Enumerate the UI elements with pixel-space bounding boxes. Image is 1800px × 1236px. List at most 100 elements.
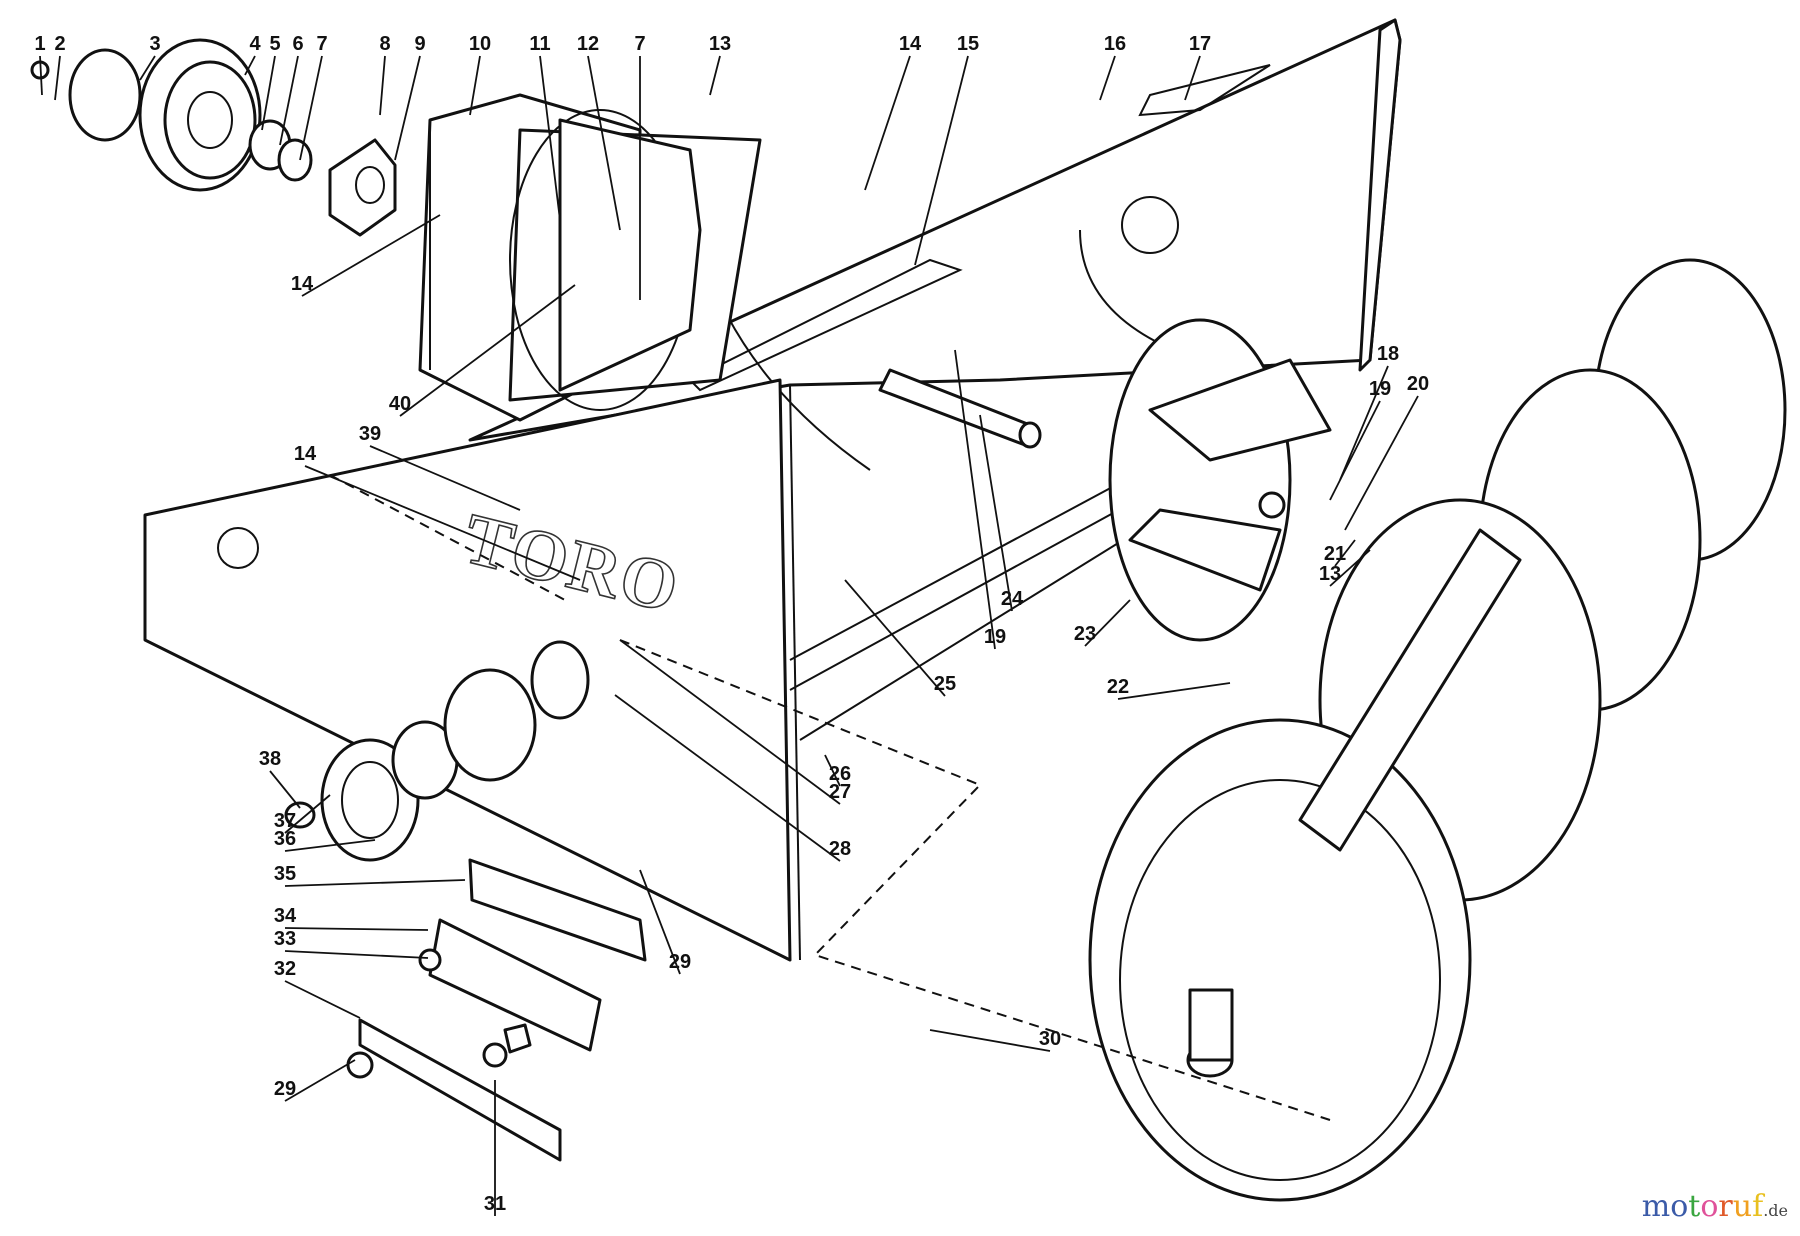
leader-line <box>844 579 946 697</box>
impeller <box>1108 318 1332 642</box>
callout-label: 7 <box>634 33 645 55</box>
leader-line <box>394 55 421 161</box>
leader-line <box>469 55 481 116</box>
leader-line <box>864 55 911 191</box>
watermark-letter: o <box>1700 1189 1719 1224</box>
callout-label: 8 <box>379 33 390 55</box>
leader-line <box>1099 55 1116 101</box>
watermark-letter: r <box>1718 1189 1733 1224</box>
leader-line <box>284 980 361 1019</box>
leader-line <box>1329 549 1371 587</box>
leader-line <box>284 839 376 852</box>
leader-line <box>1344 395 1419 531</box>
callout-label: 20 <box>1407 373 1429 395</box>
callout-label: 18 <box>1377 343 1399 365</box>
callout-label: 4 <box>249 33 261 55</box>
leader-line <box>301 214 441 297</box>
leader-line <box>284 879 466 887</box>
leader-line <box>639 869 681 975</box>
callout-label: 14 <box>899 33 922 55</box>
watermark-letters: motoruf <box>1642 1189 1763 1224</box>
callout-label: 24 <box>1001 588 1024 610</box>
callout-label: 16 <box>1104 33 1126 55</box>
pulley-assembly <box>30 38 397 237</box>
callout-label: 26 <box>829 763 851 785</box>
callout-label: 10 <box>469 33 491 55</box>
callout-label: 7 <box>316 33 327 55</box>
leader-line <box>139 55 156 81</box>
callout-label: 31 <box>484 1193 506 1215</box>
leader-line <box>1084 599 1131 647</box>
leader-line <box>824 754 841 787</box>
callout-label: 12 <box>577 33 599 55</box>
leader-line <box>1334 539 1356 567</box>
callout-label: 17 <box>1189 33 1211 55</box>
leader-line <box>1117 682 1231 700</box>
alignment-line <box>619 639 1331 1121</box>
leader-line <box>614 694 841 862</box>
callout-label: 6 <box>292 33 303 55</box>
leader-line <box>954 349 996 650</box>
auger <box>1088 258 1787 1202</box>
leader-line <box>929 1029 1051 1052</box>
leader-line <box>587 55 621 231</box>
callout-label: 14 <box>294 443 317 465</box>
callout-label: 30 <box>1039 1028 1061 1050</box>
callout-label: 21 <box>1324 543 1346 565</box>
leader-line <box>269 770 301 809</box>
leader-line <box>54 55 61 101</box>
bearing-assembly <box>284 640 590 862</box>
callout-label: 32 <box>274 958 296 980</box>
leader-line <box>284 794 331 834</box>
leader-line <box>369 445 521 511</box>
callout-label: 9 <box>414 33 425 55</box>
leader-line <box>299 55 323 161</box>
callout-label: 29 <box>669 951 691 973</box>
leader-line <box>619 639 841 805</box>
leader-line <box>244 55 256 76</box>
leader-line <box>979 414 1013 612</box>
leader-line <box>399 284 576 417</box>
callout-label: 1 <box>34 33 45 55</box>
callout-label: 23 <box>1074 623 1096 645</box>
leader-line <box>539 55 561 221</box>
callout-label: 33 <box>274 928 296 950</box>
callout-label: 22 <box>1107 676 1129 698</box>
callout-label: 3 <box>149 33 160 55</box>
callout-label: 5 <box>269 33 280 55</box>
callout-label: 19 <box>1369 378 1391 400</box>
leader-line <box>261 55 276 131</box>
watermark-letter: f <box>1752 1189 1764 1224</box>
leader-line <box>709 55 721 96</box>
callout-label: 29 <box>274 1078 296 1100</box>
leader-line <box>284 950 429 959</box>
callout-label: 34 <box>274 905 297 927</box>
watermark-suffix: .de <box>1763 1201 1788 1220</box>
callout-label: 37 <box>274 810 296 832</box>
callout-label: 19 <box>984 626 1006 648</box>
callout-label: 35 <box>274 863 296 885</box>
watermark: motoruf.de <box>1642 1189 1788 1224</box>
callout-label: 40 <box>389 393 411 415</box>
leader-line <box>914 55 969 266</box>
shaft <box>878 368 1042 449</box>
leader-line <box>284 927 429 931</box>
watermark-letter: u <box>1732 1189 1753 1224</box>
watermark-letter: o <box>1670 1189 1689 1224</box>
skid-assembly <box>346 858 647 1162</box>
callout-label: 15 <box>957 33 979 55</box>
gear-case <box>418 93 762 422</box>
watermark-letter: m <box>1641 1189 1671 1224</box>
leader-line <box>279 55 299 146</box>
callout-label: 28 <box>829 838 851 860</box>
callout-label: 13 <box>1319 563 1341 585</box>
leader-line <box>379 55 386 116</box>
callout-label: 39 <box>359 423 381 445</box>
watermark-letter: t <box>1688 1189 1701 1224</box>
callout-label: 27 <box>829 781 851 803</box>
alignment-line <box>329 474 566 601</box>
leader-line <box>1184 55 1201 101</box>
